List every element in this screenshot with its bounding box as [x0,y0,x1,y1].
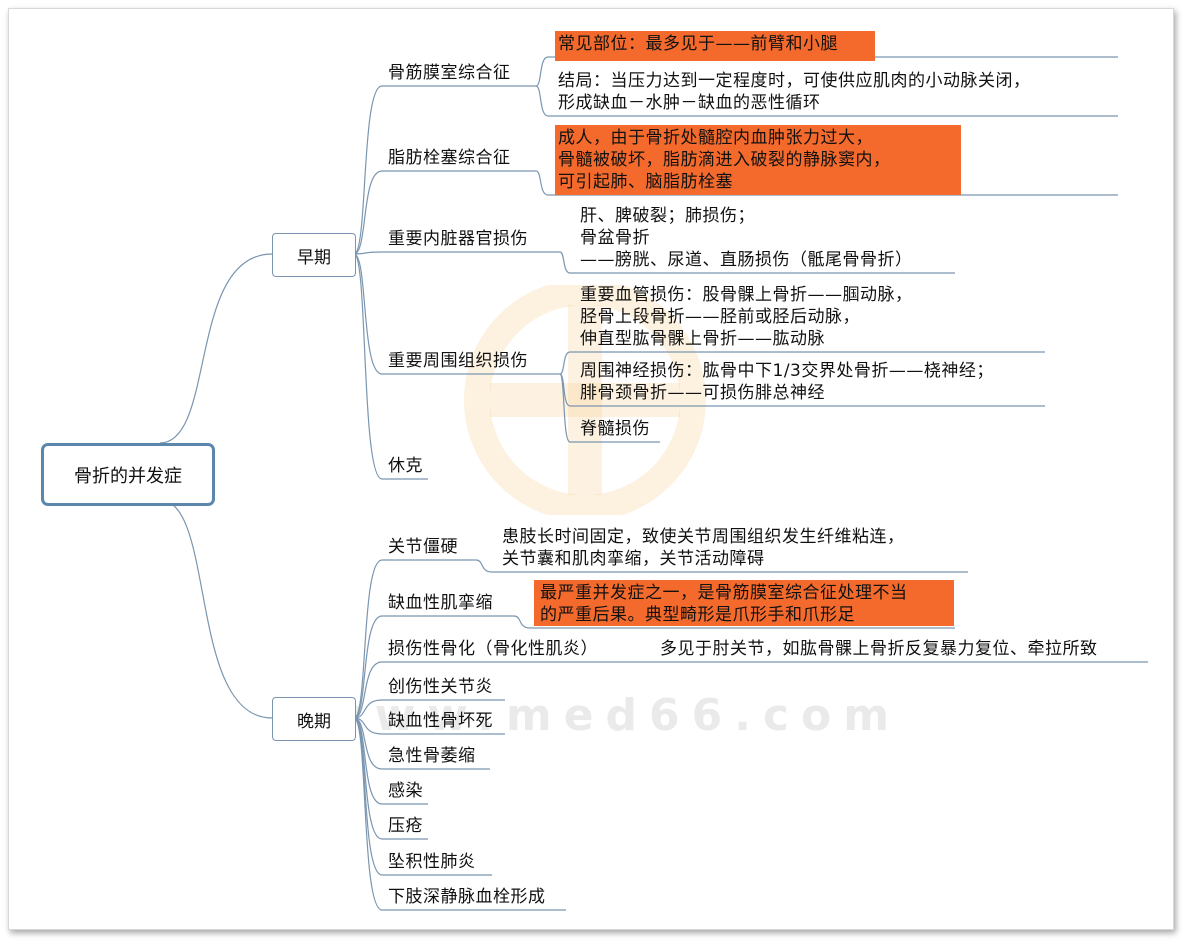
link-early-3 [353,253,383,375]
late-detail-1-line-0: 最严重并发症之一，是骨筋膜室综合征处理不当 [540,583,908,603]
early-detail-0-0-line-0: 常见部位：最多见于——前臂和小腿 [558,34,838,54]
link-early-detail-2-0 [559,251,571,274]
early-detail-2-0-line-1: 骨盆骨折 [580,228,650,248]
early-node-1: 脂肪栓塞综合征 [388,148,511,168]
early-detail-1-0-line-0: 成人，由于骨折处髓腔内血肿张力过大， [558,128,873,148]
link-late-1 [353,615,383,719]
highlight-early-1-0 [555,125,961,195]
early-detail-3-0-line-1: 胫骨上段骨折——胫前或胫后动脉， [580,307,860,327]
link-early-2 [353,251,383,255]
link-early-detail-3-0 [559,351,571,375]
late-node-1: 缺血性肌挛缩 [388,593,493,613]
link-late-3 [353,699,383,719]
watermark-logo [464,285,706,515]
late-node-6: 感染 [388,781,423,801]
late-node-8: 坠积性肺炎 [388,852,476,872]
early-detail-1-0-line-2: 可引起肺、脑脂肪栓塞 [558,172,733,192]
link-early-4 [353,253,383,480]
late-node-2: 损伤性骨化（骨化性肌炎） [388,639,598,659]
link-early-detail-1-0 [535,170,549,196]
late-detail-0-line-1: 关节囊和肌肉挛缩，关节活动障碍 [502,549,765,569]
early-detail-2-0-line-2: ——膀胱、尿道、直肠损伤（骶尾骨骨折） [580,250,913,270]
branch-early[interactable]: 早期 [272,233,356,277]
link-early-0 [353,85,383,255]
late-node-7: 压疮 [388,816,423,836]
watermark-text: www.med66.com [322,690,902,741]
early-detail-3-0-line-2: 伸直型肱骨髁上骨折——肱动脉 [580,329,825,349]
early-node-0: 骨筋膜室综合征 [388,63,511,83]
link-early-detail-0-0 [535,56,549,87]
late-node-4: 缺血性骨坏死 [388,711,493,731]
late-node-5: 急性骨萎缩 [388,746,476,766]
link-late-6 [353,717,383,805]
late-detail-2-line-0: 多见于肘关节，如肱骨髁上骨折反复暴力复位、牵拉所致 [660,639,1098,659]
root-node[interactable]: 骨折的并发症 [41,443,215,506]
link-late-detail-0 [475,559,493,573]
early-detail-3-1-line-0: 周围神经损伤：肱骨中下1/3交界处骨折——桡神经； [580,361,994,381]
highlight-early-0-0 [555,31,875,61]
early-node-4: 休克 [388,456,423,476]
link-late-0 [353,559,383,719]
link-late-9 [353,717,383,911]
link-root-late [159,499,273,719]
early-node-3: 重要周围组织损伤 [388,351,528,371]
link-early-detail-0-1 [535,85,549,117]
branch-late[interactable]: 晚期 [272,697,356,741]
late-node-3: 创伤性关节炎 [388,677,493,697]
late-node-0: 关节僵硬 [388,537,458,557]
link-root-early [159,253,273,444]
late-node-9: 下肢深静脉血栓形成 [388,887,546,907]
link-late-5 [353,717,383,770]
early-detail-3-1-line-1: 腓骨颈骨折——可损伤腓总神经 [580,383,825,403]
early-node-2: 重要内脏器官损伤 [388,229,528,249]
late-detail-0-line-0: 患肢长时间固定，致使关节周围组织发生纤维粘连， [502,527,905,547]
late-detail-1-line-1: 的严重后果。典型畸形是爪形手和爪形足 [540,605,855,625]
link-late-2 [353,661,383,719]
early-detail-2-0-line-0: 肝、脾破裂；肺损伤； [580,206,755,226]
link-late-detail-1 [513,615,531,629]
early-detail-3-0-line-0: 重要血管损伤：股骨髁上骨折——腘动脉， [580,285,913,305]
highlight-late-1 [534,580,954,626]
early-detail-0-1-line-0: 结局：当压力达到一定程度时，可使供应肌肉的小动脉关闭， [558,71,1031,91]
link-early-detail-3-2 [559,373,571,443]
link-early-1 [353,170,383,255]
early-detail-1-0-line-1: 骨髓被破坏，脂肪滴进入破裂的静脉窦内， [558,150,891,170]
early-detail-3-2-line-0: 脊髓损伤 [580,419,650,439]
early-detail-0-1-line-1: 形成缺血－水肿－缺血的恶性循环 [558,93,821,113]
